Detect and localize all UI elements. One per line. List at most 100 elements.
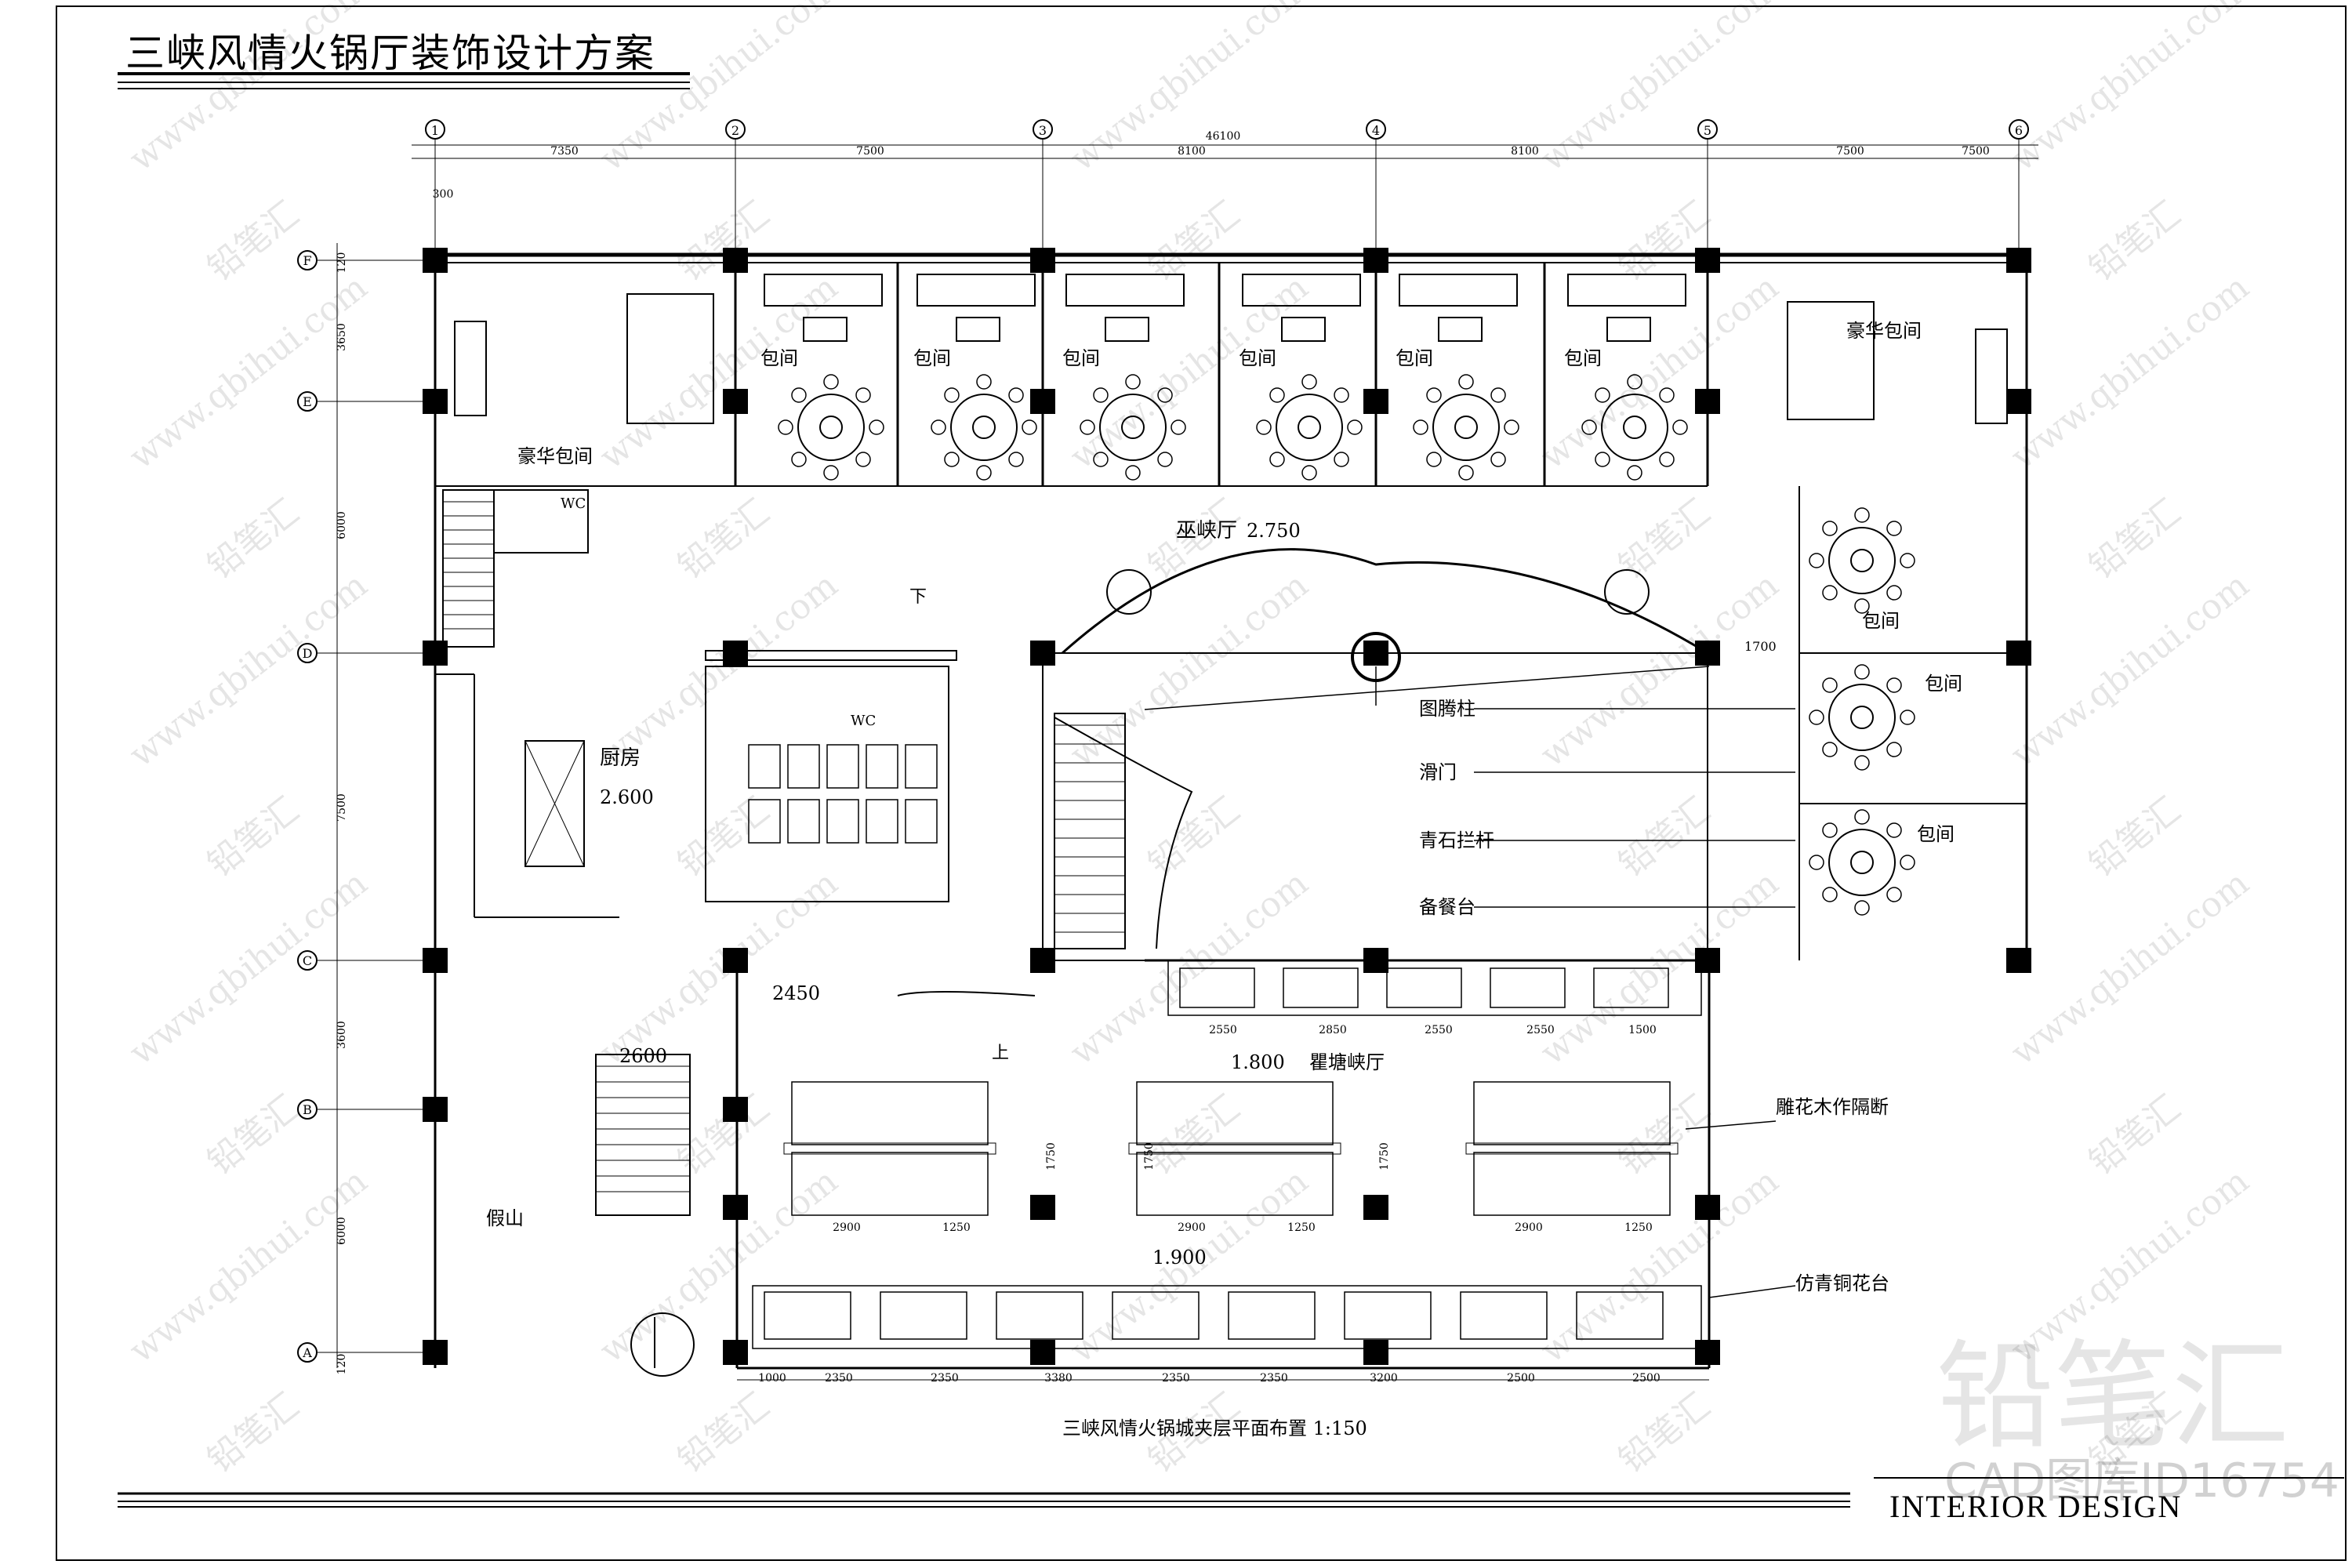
watermark-site: www.qbihui.com (592, 863, 845, 1073)
axis-bubble-row (297, 1099, 318, 1120)
lux-table-left (626, 293, 714, 424)
chair (1900, 710, 1915, 725)
dim-left-span: 120 (336, 252, 348, 274)
axis-label-col: 4 (1372, 123, 1380, 138)
axis-label-col: 6 (2015, 123, 2023, 138)
round-table (1828, 527, 1896, 594)
chair (823, 374, 839, 390)
watermark-brand-tile: 铅笔汇 (1611, 789, 1717, 884)
level-2600: 2600 (619, 1045, 667, 1067)
dim-bottom-span: 2500 (1632, 1372, 1661, 1385)
callout-service_counter: 备餐台 (1419, 896, 1475, 918)
axis-label-row: D (303, 646, 313, 661)
booth-row-bottom (752, 1285, 1702, 1349)
dim-row-span: 2550 (1425, 1024, 1453, 1036)
column (1695, 1195, 1720, 1220)
dim-hall-span: 1250 (1287, 1221, 1316, 1234)
axis-label-col: 1 (431, 123, 439, 138)
watermark-brand-tile: 铅笔汇 (200, 789, 306, 884)
dim-hall-span: 1250 (942, 1221, 971, 1234)
restroom-stall (905, 744, 938, 789)
chair (1854, 664, 1870, 680)
axis-label-row: F (303, 253, 311, 268)
hotpot (1850, 549, 1874, 572)
watermark-brand-tile: 铅笔汇 (200, 194, 306, 289)
chair (1490, 452, 1506, 467)
chair (1256, 419, 1272, 435)
dim-left-span: 6000 (336, 511, 348, 539)
dim-left-span: 7500 (336, 793, 348, 822)
spiral-stair (1054, 717, 1193, 949)
dim-bottom-span: 2350 (825, 1372, 853, 1385)
chair (1886, 887, 1902, 902)
lobby-stair (595, 1054, 691, 1216)
restroom-stall (826, 744, 859, 789)
sofa (1567, 274, 1686, 307)
chair (1854, 598, 1870, 614)
chair (1886, 677, 1902, 693)
carved-partition-bar (1128, 1142, 1341, 1155)
chair (1822, 677, 1838, 693)
ceiling-plant (1604, 569, 1650, 615)
chair (1809, 553, 1824, 568)
chair (1093, 387, 1109, 403)
watermark-brand-tile: 铅笔汇 (1141, 1087, 1247, 1182)
qutang-level: 1.800 (1231, 1051, 1285, 1073)
axis-bubble-row (297, 950, 318, 971)
dim-bottom-span: 1000 (758, 1372, 786, 1385)
chair (1595, 452, 1610, 467)
dim-top-span: 7350 (550, 145, 579, 158)
watermark-brand: 铅笔汇 (1936, 1329, 2290, 1465)
axis-label-row: C (303, 953, 312, 968)
tv-cabinet (803, 317, 848, 342)
leader-line (1144, 666, 1710, 710)
wuxia-hall-level: 2.750 (1247, 520, 1301, 542)
chair (1672, 419, 1688, 435)
chair (1080, 419, 1095, 435)
column (1363, 1340, 1388, 1365)
chair (1171, 419, 1186, 435)
chair (791, 387, 807, 403)
entrance-door (630, 1312, 695, 1377)
watermark-site: www.qbihui.com (1533, 0, 1786, 180)
column (1030, 1340, 1055, 1365)
chair (1347, 419, 1363, 435)
chair (1269, 387, 1285, 403)
booth-table (1386, 967, 1462, 1008)
footer-interior-design: INTERIOR DESIGN (1889, 1489, 2183, 1524)
stair-down-label: 下 (909, 587, 927, 607)
restroom-stall (866, 799, 898, 844)
tv-cabinet (956, 317, 1000, 342)
column (423, 948, 448, 973)
watermark-brand-tile: 铅笔汇 (1611, 1087, 1717, 1182)
kitchen-island (524, 740, 585, 867)
curved-step (897, 991, 1036, 996)
round-table (1828, 684, 1896, 751)
lux-room-label-right: 豪华包间 (1846, 320, 1922, 342)
chair (855, 387, 871, 403)
dim-top-small: 300 (433, 188, 454, 201)
booth-cluster-top (1473, 1081, 1671, 1145)
round-table (1432, 394, 1500, 461)
sofa (1399, 274, 1518, 307)
restroom-stall (787, 744, 820, 789)
hotpot (1298, 416, 1321, 439)
dim-1750: 1750 (1378, 1142, 1391, 1171)
chair (823, 465, 839, 481)
column (723, 1195, 748, 1220)
chair (1886, 585, 1902, 601)
chair (1854, 900, 1870, 916)
watermark-brand-tile: 铅笔汇 (2082, 492, 2187, 586)
dim-hall-span: 2900 (1178, 1221, 1206, 1234)
level-2450: 2450 (772, 982, 820, 1004)
tv-cabinet (1438, 317, 1483, 342)
hotpot (1850, 851, 1874, 874)
column (423, 1097, 448, 1122)
chair (855, 452, 871, 467)
axis-label-row: B (303, 1102, 312, 1117)
title-underline-thin-2 (118, 88, 690, 89)
dim-bottom-span: 2500 (1507, 1372, 1535, 1385)
chair (1458, 374, 1474, 390)
chair (1822, 887, 1838, 902)
round-table (797, 394, 865, 461)
